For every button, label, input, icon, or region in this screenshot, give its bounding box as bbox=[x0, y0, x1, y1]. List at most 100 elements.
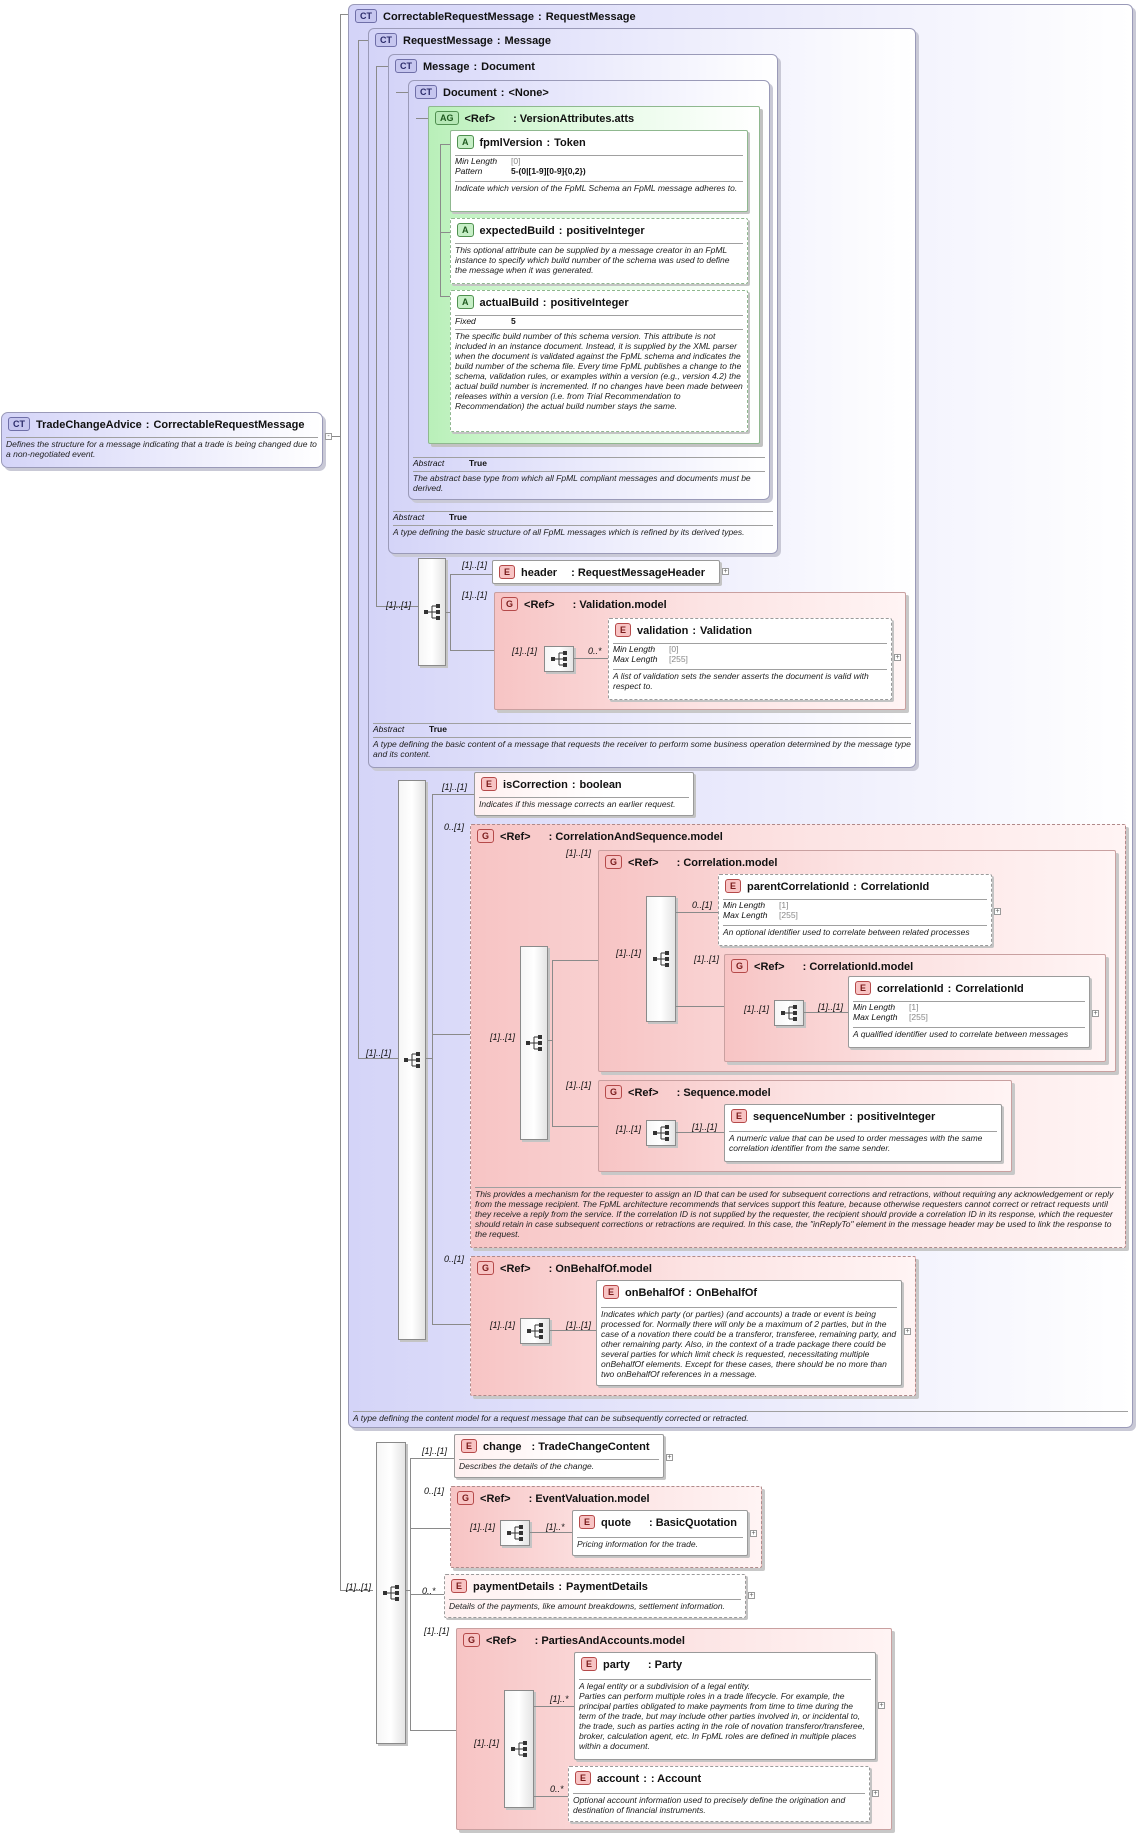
connector bbox=[426, 1058, 432, 1059]
ct-type: Message bbox=[504, 35, 552, 47]
element-type: PaymentDetails bbox=[566, 1581, 648, 1593]
facet-label: Pattern bbox=[455, 166, 483, 176]
element-icon: E bbox=[575, 1771, 592, 1785]
multiplicity: [1]..[1] bbox=[346, 1582, 372, 1592]
group-icon: G bbox=[457, 1491, 475, 1505]
complex-type-icon: CT bbox=[395, 59, 417, 73]
sequence-icon bbox=[511, 1741, 527, 1757]
sequence-compositor-event-valuation[interactable] bbox=[500, 1520, 530, 1546]
multiplicity: [1]..[1] bbox=[694, 954, 720, 964]
connector bbox=[406, 1590, 410, 1591]
element-name: quote bbox=[601, 1517, 631, 1529]
sequence-icon bbox=[551, 651, 567, 667]
ref-label: <Ref> bbox=[628, 1087, 659, 1099]
group-icon: G bbox=[605, 1085, 623, 1099]
expand-icon[interactable]: + bbox=[994, 908, 1001, 915]
sequence-compositor-on-behalf[interactable] bbox=[520, 1318, 550, 1344]
expand-icon[interactable]: + bbox=[878, 1702, 885, 1709]
element-type: OnBehalfOf bbox=[695, 1287, 758, 1299]
multiplicity: [1]..[1] bbox=[616, 948, 642, 958]
ct-description: A type defining the basic content of a m… bbox=[373, 737, 911, 759]
ref-label: <Ref> bbox=[628, 857, 659, 869]
expand-icon[interactable]: + bbox=[666, 1454, 673, 1461]
multiplicity: [1]..[1] bbox=[470, 1522, 496, 1532]
abstract-label: Abstract bbox=[393, 512, 425, 522]
sequence-icon bbox=[404, 1052, 420, 1068]
group-name: : PartiesAndAccounts.model bbox=[534, 1635, 685, 1647]
element-icon: E bbox=[731, 1109, 748, 1123]
expand-icon[interactable]: + bbox=[904, 1328, 911, 1335]
sequence-compositor-sequence[interactable] bbox=[646, 1120, 676, 1146]
connector bbox=[376, 66, 392, 67]
element-type: positiveInteger bbox=[857, 1111, 936, 1123]
connector bbox=[396, 92, 410, 93]
multiplicity: [1]..[1] bbox=[490, 1032, 516, 1042]
multiplicity: [1]..[1] bbox=[616, 1124, 642, 1134]
sequence-compositor-correlation-id[interactable] bbox=[774, 1000, 804, 1026]
expand-icon[interactable]: + bbox=[750, 1530, 757, 1537]
element-type: : RequestMessageHeader bbox=[571, 567, 705, 579]
multiplicity: 0..* bbox=[588, 646, 602, 656]
sequence-compositor-corrseq[interactable] bbox=[520, 946, 548, 1140]
expand-icon[interactable]: + bbox=[894, 654, 901, 661]
element-description: A numeric value that can be used to orde… bbox=[729, 1131, 997, 1153]
sequence-compositor-request[interactable] bbox=[418, 558, 446, 666]
facet-value: [255] bbox=[669, 654, 688, 664]
multiplicity: [1]..[1] bbox=[462, 560, 488, 570]
expand-icon[interactable]: + bbox=[872, 1790, 879, 1797]
group-name: : Correlation.model bbox=[676, 857, 778, 869]
facet-label: Max Length bbox=[723, 910, 768, 920]
sequence-compositor-trade-change[interactable] bbox=[376, 1442, 406, 1744]
multiplicity: 0..[1] bbox=[444, 822, 465, 832]
connector bbox=[552, 960, 553, 1126]
connector bbox=[450, 650, 494, 651]
sequence-icon bbox=[424, 604, 440, 620]
attribute-type: Token bbox=[554, 137, 586, 149]
sequence-compositor-correlation[interactable] bbox=[646, 896, 676, 1022]
expand-icon[interactable]: + bbox=[1092, 1010, 1099, 1017]
element-icon: E bbox=[615, 623, 632, 637]
expand-icon[interactable]: + bbox=[722, 568, 729, 575]
multiplicity: 0..[1] bbox=[692, 900, 713, 910]
root-type: CorrectableRequestMessage bbox=[153, 419, 305, 431]
connector bbox=[446, 612, 450, 613]
group-icon: G bbox=[463, 1633, 481, 1647]
complex-type-icon: CT bbox=[415, 85, 437, 99]
ref-label: <Ref> bbox=[754, 961, 785, 973]
multiplicity: [1]..[1] bbox=[462, 590, 488, 600]
attribute-type: positiveInteger bbox=[566, 225, 645, 237]
expand-icon[interactable]: + bbox=[748, 1592, 755, 1599]
sequence-compositor-correctable[interactable] bbox=[398, 780, 426, 1340]
facet-label: Min Length bbox=[853, 1002, 896, 1012]
connector bbox=[450, 574, 451, 650]
attribute-icon: A bbox=[457, 223, 474, 237]
sequence-compositor-parties[interactable] bbox=[504, 1690, 534, 1808]
connector bbox=[432, 794, 474, 795]
facet-label: Max Length bbox=[853, 1012, 898, 1022]
facet-label: Fixed bbox=[455, 316, 476, 326]
element-icon: E bbox=[461, 1439, 478, 1453]
sequence-icon bbox=[527, 1323, 543, 1339]
expand-icon[interactable]: - bbox=[325, 433, 332, 440]
connector bbox=[552, 1126, 598, 1127]
sequence-compositor-validation[interactable] bbox=[544, 646, 574, 672]
connector bbox=[332, 436, 340, 437]
multiplicity: [1]..[1] bbox=[566, 1080, 592, 1090]
connector bbox=[432, 1034, 470, 1035]
